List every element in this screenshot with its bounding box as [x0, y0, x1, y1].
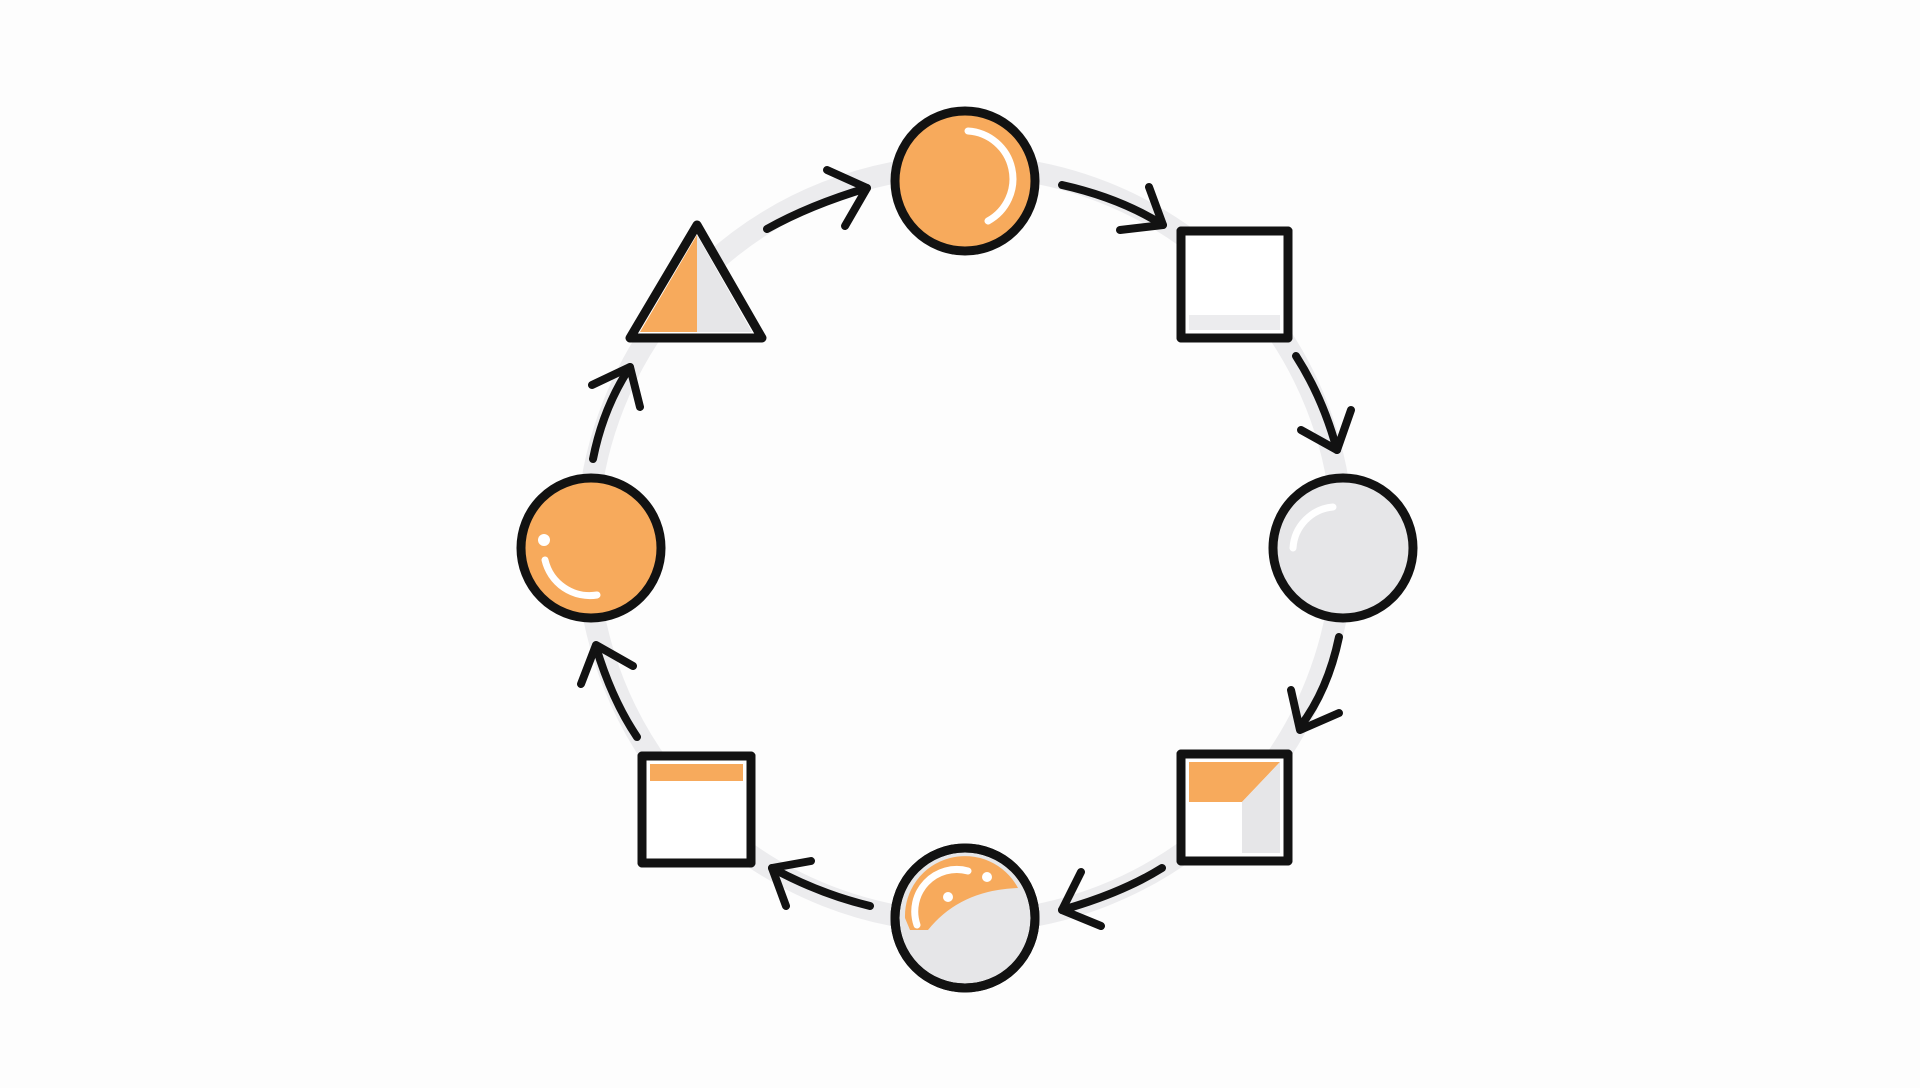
- node-left-circle: [516, 473, 666, 623]
- arrow-8: [763, 166, 871, 233]
- arrow-2: [1292, 352, 1355, 454]
- arrow-3: [1287, 633, 1343, 734]
- node-upper-right-square: [1176, 226, 1293, 343]
- node-upper-left-triangle: [625, 220, 767, 343]
- node-lower-right-square: [1176, 749, 1293, 866]
- arrow-5: [768, 857, 874, 910]
- node-bottom-circle: [890, 843, 1040, 993]
- arrow-4: [1058, 864, 1166, 930]
- node-top-circle: [890, 106, 1040, 256]
- arrow-7: [588, 363, 644, 463]
- node-lower-left-square: [637, 751, 756, 868]
- arrow-1: [1058, 181, 1167, 234]
- node-right-circle: [1268, 473, 1418, 623]
- arrow-6: [577, 641, 641, 741]
